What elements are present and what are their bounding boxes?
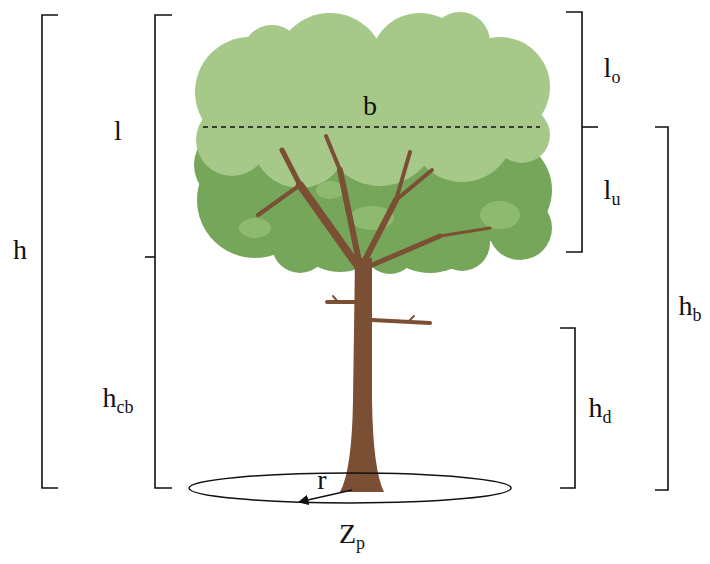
dimension-label: lu [604, 176, 621, 208]
dimension-label: hb [679, 292, 702, 324]
plot-ellipse [188, 472, 512, 504]
plot-outline [189, 473, 511, 503]
plot-label: Zp [339, 520, 365, 552]
dimension-label: lo [604, 54, 621, 86]
crown-light [195, 12, 550, 188]
plot-area: rZp [188, 472, 512, 504]
dimension-label: b [363, 92, 377, 124]
radius-label: r [317, 466, 326, 498]
dimension-brackets [42, 12, 668, 490]
dimension-label: h [13, 236, 27, 268]
dimension-label: hcb [103, 384, 134, 416]
dimension-label: l [114, 117, 122, 149]
branches [258, 136, 490, 323]
crown-width-line [203, 126, 540, 128]
dimension-label: hd [589, 394, 612, 426]
trunk [340, 258, 384, 492]
